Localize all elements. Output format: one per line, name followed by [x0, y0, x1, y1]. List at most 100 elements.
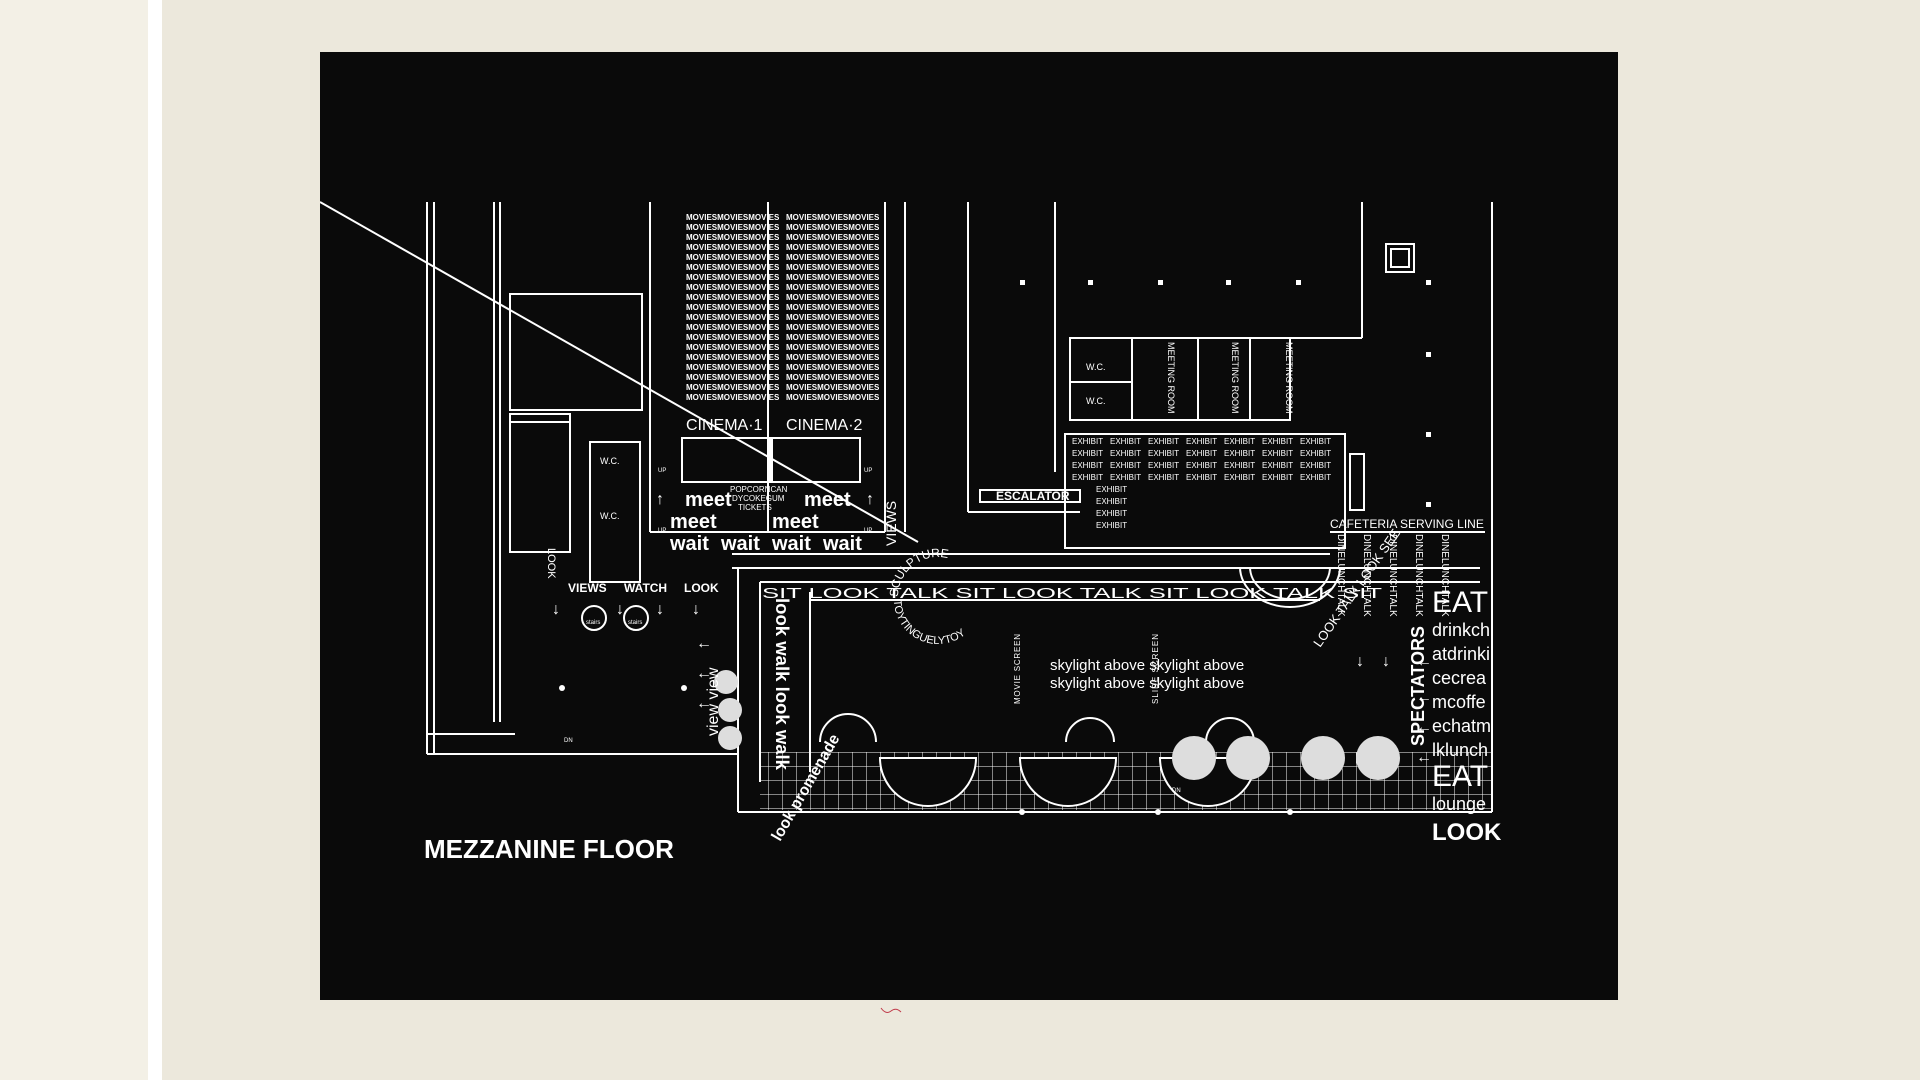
exhibit-row: EXHIBIT	[1186, 449, 1217, 458]
seat-row: MOVIESMOVIESMOVIES	[686, 283, 780, 292]
cafeteria-word: LOOK	[1432, 819, 1502, 846]
cinema-1-label: CINEMA·1	[686, 417, 763, 434]
wc-labels: W.C. W.C. W.C. W.C.	[600, 362, 1106, 521]
skylight-line: skylight above skylight above	[1050, 675, 1244, 692]
arrow-down-icon: ↓	[1356, 653, 1364, 670]
arrow-down-icon: ↓	[656, 601, 664, 618]
arrow-up-icon: ↑	[866, 491, 874, 508]
dine-column: DINELUNCHTALK	[1361, 534, 1372, 617]
seat-row: MOVIESMOVIESMOVIES	[786, 303, 880, 312]
cinema-2-seating: MOVIESMOVIESMOVIES MOVIESMOVIESMOVIES MO…	[786, 213, 880, 402]
up-label: UP	[658, 528, 666, 534]
dn-label: DN	[564, 738, 573, 744]
meet-word: meet	[804, 489, 851, 511]
seat-row: MOVIESMOVIESMOVIES	[686, 333, 780, 342]
exhibit-row: EXHIBIT	[1072, 461, 1103, 470]
up-label: UP	[864, 468, 872, 474]
arrow-down-icon: ↓	[616, 601, 624, 618]
floor-plan: MOVIESMOVIESMOVIES MOVIESMOVIESMOVIES MO…	[320, 201, 1502, 864]
seat-row: MOVIESMOVIESMOVIES	[786, 363, 880, 372]
arrow-left-icon: ←	[1416, 653, 1432, 670]
exhibit-row: EXHIBIT	[1072, 473, 1103, 482]
arrow-left-icon: ←	[696, 695, 712, 712]
exhibit-row: EXHIBIT	[1186, 461, 1217, 470]
exhibit-row: EXHIBIT	[1110, 473, 1141, 482]
seat-row: MOVIESMOVIESMOVIES	[686, 323, 780, 332]
lower-left-area: LOOK VIEWS WATCH LOOK view view stairs s…	[545, 548, 722, 744]
page-edge	[148, 0, 162, 1080]
meet-word: meet	[772, 511, 819, 533]
exhibit-row: EXHIBIT	[1110, 461, 1141, 470]
dine-column: DINELUNCHTALK	[1335, 534, 1346, 617]
exhibit-row: EXHIBIT	[1300, 461, 1331, 470]
cafeteria-word: drinkch	[1432, 620, 1490, 640]
arrow-down-icon: ↓	[692, 601, 700, 618]
spectators-label: SPECTATORS	[1408, 626, 1428, 746]
dine-column: DINELUNCHTALK	[1413, 534, 1424, 617]
exhibit-row: EXHIBIT	[1224, 473, 1255, 482]
arrow-left-icon: ←	[696, 635, 712, 652]
seat-row: MOVIESMOVIESMOVIES	[786, 273, 880, 282]
cafeteria-word: cecrea	[1432, 668, 1487, 688]
exhibit-row: EXHIBIT	[1096, 485, 1127, 494]
exhibit-row: EXHIBIT	[1110, 437, 1141, 446]
seat-row: MOVIESMOVIESMOVIES	[786, 283, 880, 292]
exhibit-row: EXHIBIT	[1148, 473, 1179, 482]
dine-column: DINELUNCHTALK	[1387, 534, 1398, 617]
exhibit-row: EXHIBIT	[1262, 461, 1293, 470]
seat-row: MOVIESMOVIESMOVIES	[686, 353, 780, 362]
exhibit-row: EXHIBIT	[1224, 437, 1255, 446]
seat-row: MOVIESMOVIESMOVIES	[686, 263, 780, 272]
views-label: VIEWS	[568, 581, 607, 595]
exhibit-row: EXHIBIT	[1072, 449, 1103, 458]
seat-row: MOVIESMOVIESMOVIES	[786, 323, 880, 332]
seat-row: MOVIESMOVIESMOVIES	[786, 383, 880, 392]
arrow-left-icon: ←	[1416, 689, 1432, 706]
look-walk-band: look walk look walk	[772, 598, 792, 771]
arrow-left-icon: ←	[1416, 749, 1432, 766]
wc-label: W.C.	[600, 511, 620, 521]
serving-line-label: CAFETERIA SERVING LINE	[1330, 517, 1484, 531]
exhibit-row: EXHIBIT	[1224, 461, 1255, 470]
exhibit-row: EXHIBIT	[1300, 449, 1331, 458]
wait-word: wait	[720, 533, 760, 555]
seat-row: MOVIESMOVIESMOVIES	[686, 303, 780, 312]
seat-row: MOVIESMOVIESMOVIES	[786, 263, 880, 272]
seat-row: MOVIESMOVIESMOVIES	[786, 233, 880, 242]
seat-row: MOVIESMOVIESMOVIES	[686, 393, 780, 402]
look-label: LOOK	[684, 581, 719, 595]
stairs-label: stairs	[586, 620, 600, 626]
view-vertical-label: view view	[705, 667, 722, 736]
cafeteria-area: CAFETERIA SERVING LINE DINELUNCHTALK DIN…	[1310, 517, 1502, 846]
dine-column: DINELUNCHTALK	[1439, 534, 1450, 617]
seat-row: MOVIESMOVIESMOVIES	[686, 373, 780, 382]
seat-row: MOVIESMOVIESMOVIES	[686, 363, 780, 372]
exhibit-row: EXHIBIT	[1148, 437, 1179, 446]
cafeteria-word: lklunch	[1432, 740, 1488, 760]
exhibit-row: EXHIBIT	[1148, 461, 1179, 470]
seat-row: MOVIESMOVIESMOVIES	[686, 293, 780, 302]
escalator-label: ESCALATOR	[996, 489, 1070, 503]
seat-row: MOVIESMOVIESMOVIES	[686, 223, 780, 232]
seat-row: MOVIESMOVIESMOVIES	[786, 343, 880, 352]
meeting-room-labels: MEETING ROOM MEETING ROOM MEETING ROOM	[1166, 342, 1294, 414]
seat-row: MOVIESMOVIESMOVIES	[786, 213, 880, 222]
lobby-words: meet meet meet meet wait wait wait wait	[669, 489, 862, 555]
arrow-up-icon: ↑	[656, 491, 664, 508]
stairs-label: stairs	[628, 620, 642, 626]
wc-label: W.C.	[600, 456, 620, 466]
arrow-left-icon: ←	[1416, 719, 1432, 736]
meeting-room-label: MEETING ROOM	[1230, 342, 1240, 414]
wait-word: wait	[669, 533, 709, 555]
wc-label: W.C.	[1086, 362, 1106, 372]
seat-row: MOVIESMOVIESMOVIES	[786, 223, 880, 232]
cinema-1-seating: MOVIESMOVIESMOVIES MOVIESMOVIESMOVIES MO…	[686, 213, 780, 402]
exhibit-row: EXHIBIT	[1262, 473, 1293, 482]
up-labels: UP UP UP UP	[658, 468, 872, 534]
seat-row: MOVIESMOVIESMOVIES	[686, 383, 780, 392]
exhibit-row: EXHIBIT	[1072, 437, 1103, 446]
exhibit-row: EXHIBIT	[1300, 473, 1331, 482]
look-vertical-label: LOOK	[545, 548, 557, 579]
sculpture-label-bottom: TOYTINGUELYTOY	[891, 599, 968, 647]
direction-arrows: ↓ ↓ ↓ ↓ ← ← ← ↑ ↑ ↓ ↓ ← ← ← ←	[552, 491, 1432, 766]
